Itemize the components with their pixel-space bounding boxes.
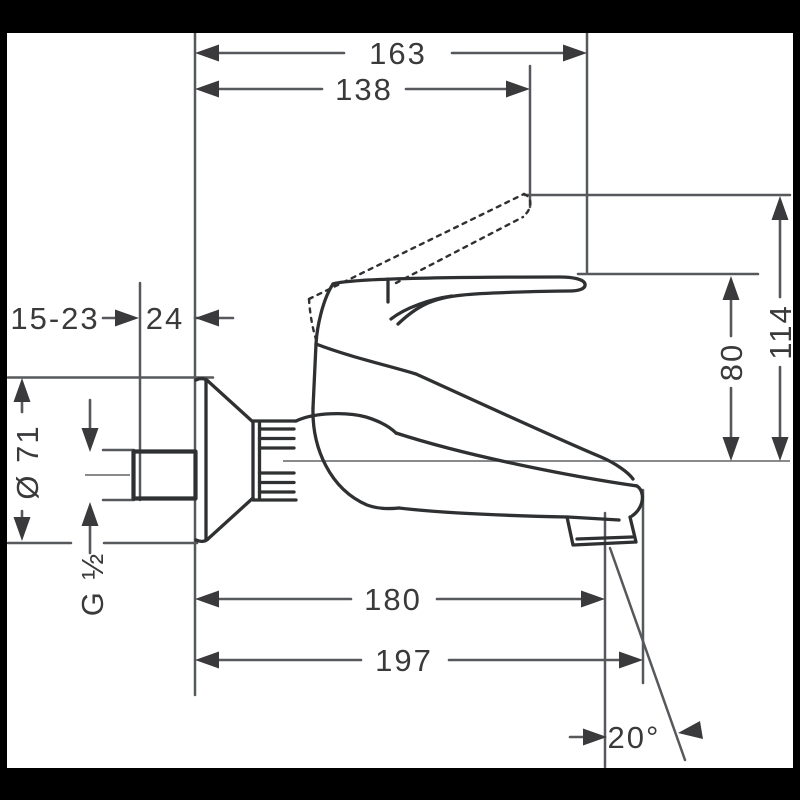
dimension-lines [20, 51, 782, 739]
escutcheon [194, 376, 255, 544]
dim-197-label: 197 [375, 643, 433, 678]
dimension-labels: 163 138 114 80 15-23 24 Ø 71 G ½ 180 197… [9, 35, 800, 757]
frame-bar-right [793, 0, 800, 800]
faucet-outline [131, 192, 645, 547]
dim-20deg-label: 20° [608, 720, 661, 755]
angle-20-line [608, 546, 687, 762]
dim-dia-71-label: Ø 71 [10, 424, 45, 499]
inlet-square-fitting [131, 449, 198, 501]
dim-163-label: 163 [369, 36, 427, 71]
dim-180-label: 180 [364, 582, 422, 617]
frame-bar-top [0, 0, 800, 33]
lever-handle [331, 275, 587, 326]
connection-sleeve [251, 419, 298, 502]
frame-bar-left [0, 0, 7, 800]
extension-lines [6, 31, 792, 769]
dim-g12-label: G ½ [75, 552, 110, 617]
dim-80-label: 80 [714, 343, 749, 381]
mixer-body [294, 277, 645, 522]
dim-15-23-label: 15-23 [10, 301, 99, 336]
frame-bar-bottom [0, 768, 800, 800]
dim-138-label: 138 [335, 72, 393, 107]
dim-24-label: 24 [146, 301, 184, 336]
spout-aerator [565, 515, 638, 547]
dimension-arrowheads [13, 44, 789, 746]
lever-raised-dashed [307, 192, 532, 347]
dim-114-label: 114 [763, 304, 798, 359]
